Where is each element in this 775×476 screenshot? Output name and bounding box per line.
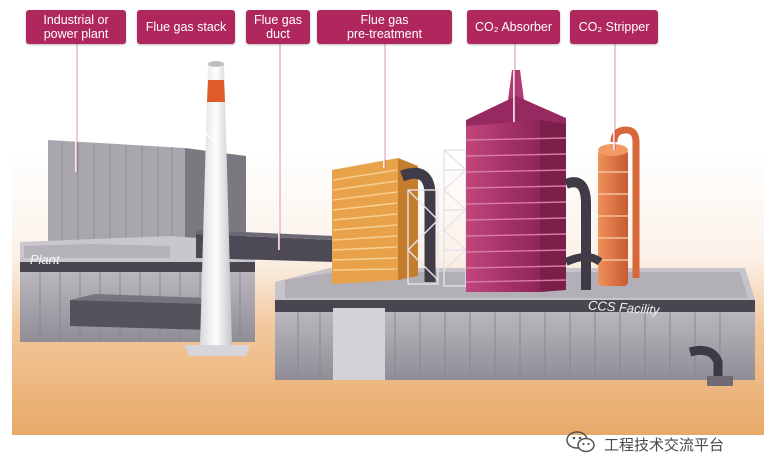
callout-flue-gas-pretreatment: Flue gas pre-treatment [317,10,452,44]
callout-flue-gas-stack: Flue gas stack [137,10,235,44]
wechat-icon [566,430,596,458]
watermark-text: 工程技术交流平台 [604,435,725,454]
scaffold-tower [407,149,467,287]
co2-absorber [465,70,591,292]
flue-gas-duct [196,230,335,262]
callout-co2-stripper: CO₂ Stripper [570,10,658,44]
callout-flue-gas-duct: Flue gas duct [246,10,310,44]
pretreatment-unit [332,158,436,284]
plant-label: Plant [30,252,60,267]
co2-stripper [564,126,640,286]
leader-lines [75,44,615,250]
callout-co2-absorber: CO₂ Absorber [467,10,560,44]
callout-industrial-plant: Industrial or power plant [26,10,126,44]
flue-gas-stack [185,61,250,356]
watermark: 工程技术交流平台 [566,430,724,458]
